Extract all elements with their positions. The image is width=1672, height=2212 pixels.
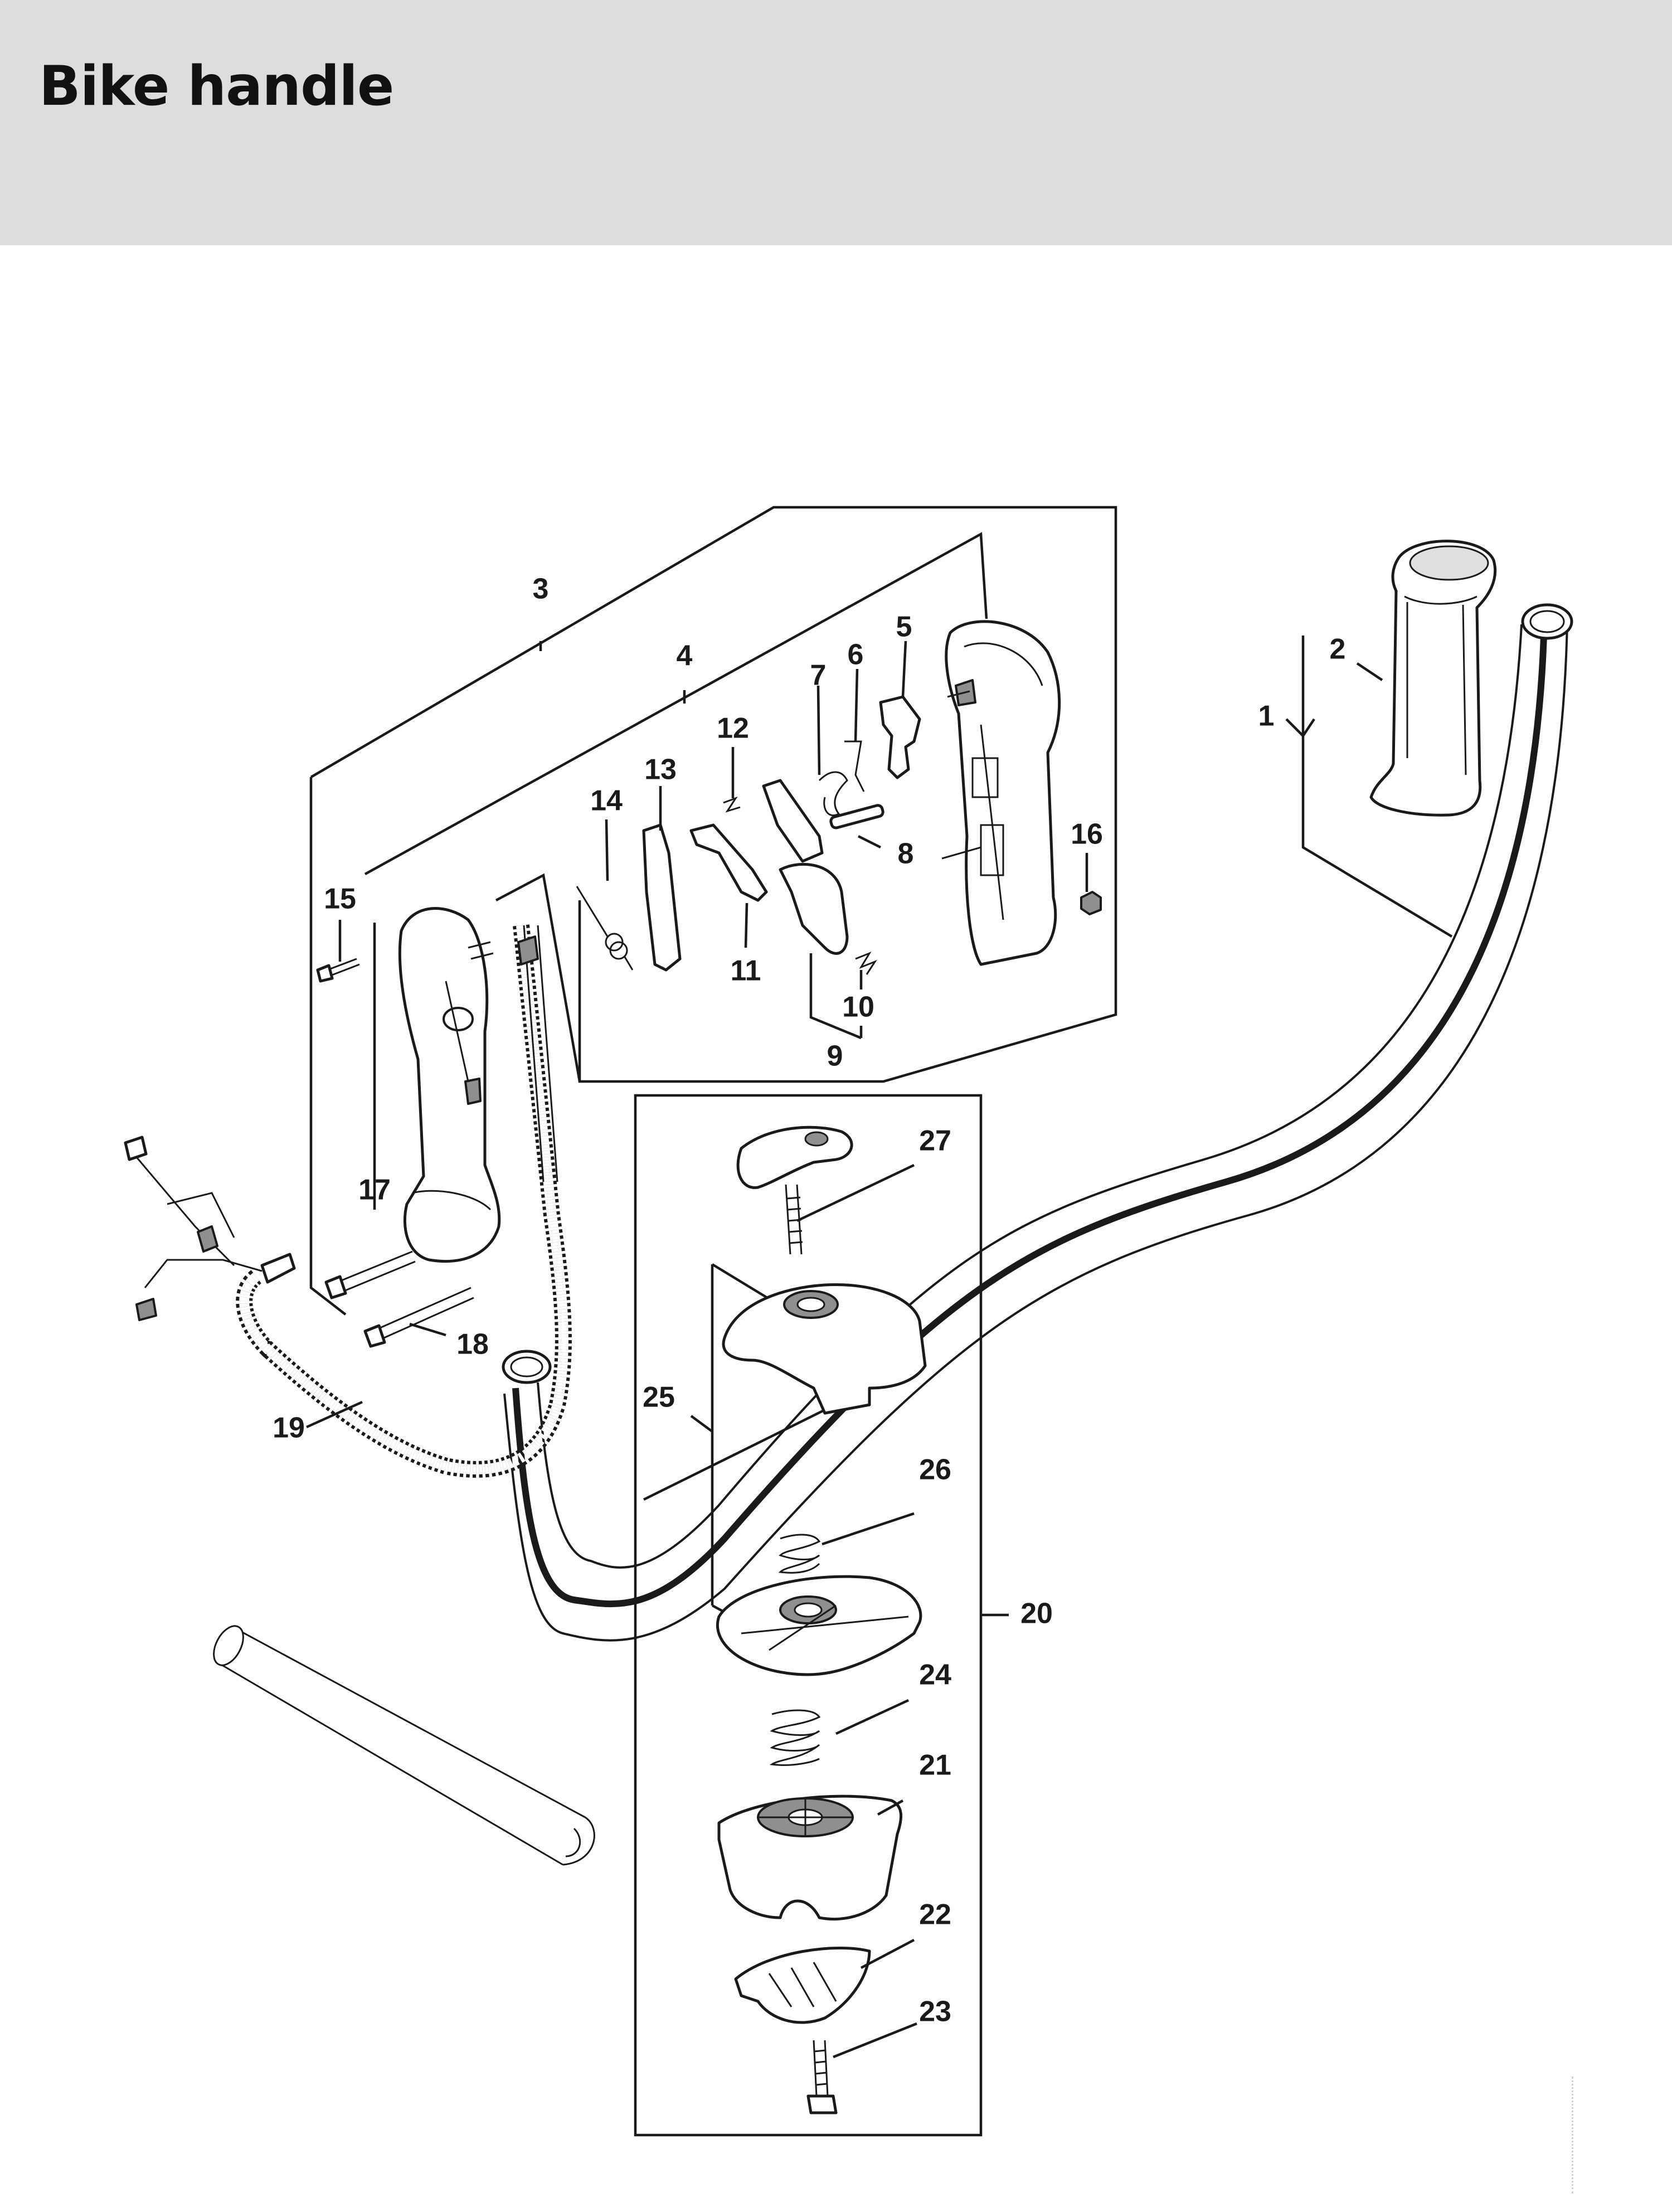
callout-7: 7 [810, 659, 827, 692]
callout-24: 24 [919, 1659, 951, 1691]
trigger-parts [316, 695, 1102, 983]
leader-lines [306, 641, 1383, 2059]
callout-19: 19 [273, 1412, 305, 1444]
callout-4: 4 [677, 640, 693, 672]
header-band: Bike handle [0, 0, 1672, 245]
cable-harness [124, 924, 572, 1478]
callout-11: 11 [731, 955, 761, 987]
callout-22: 22 [919, 1899, 951, 1931]
page-title: Bike handle [39, 55, 394, 118]
callout-8: 8 [898, 838, 914, 870]
callout-9: 9 [827, 1040, 843, 1073]
callout-18: 18 [456, 1328, 489, 1361]
clamp-assembly [716, 1126, 927, 2114]
handlebar-tube [502, 603, 1573, 1642]
callout-23: 23 [919, 1996, 951, 2028]
callout-17: 17 [358, 1174, 391, 1206]
left-housing-half [324, 907, 501, 1348]
callout-21: 21 [919, 1749, 951, 1782]
callout-5: 5 [896, 611, 912, 643]
margin-watermark [1572, 2077, 1577, 2194]
callout-10: 10 [842, 991, 874, 1023]
loose-tube [213, 1625, 595, 1866]
callout-26: 26 [919, 1454, 951, 1486]
callout-27: 27 [919, 1125, 951, 1157]
callout-6: 6 [848, 639, 864, 671]
callout-14: 14 [590, 785, 623, 817]
callout-25: 25 [643, 1381, 675, 1414]
callout-labels: 1 2 3 4 5 6 7 8 9 10 11 12 13 14 15 16 1… [273, 573, 1345, 2028]
right-housing-half [941, 620, 1061, 966]
callout-20: 20 [1020, 1598, 1053, 1630]
callout-12: 12 [717, 712, 749, 745]
grip-part [1369, 540, 1497, 817]
callout-13: 13 [644, 754, 677, 786]
callout-3: 3 [533, 573, 549, 605]
callout-15: 15 [324, 883, 356, 915]
callout-1: 1 [1258, 700, 1275, 733]
callout-16: 16 [1071, 818, 1103, 851]
callout-2: 2 [1330, 633, 1346, 666]
